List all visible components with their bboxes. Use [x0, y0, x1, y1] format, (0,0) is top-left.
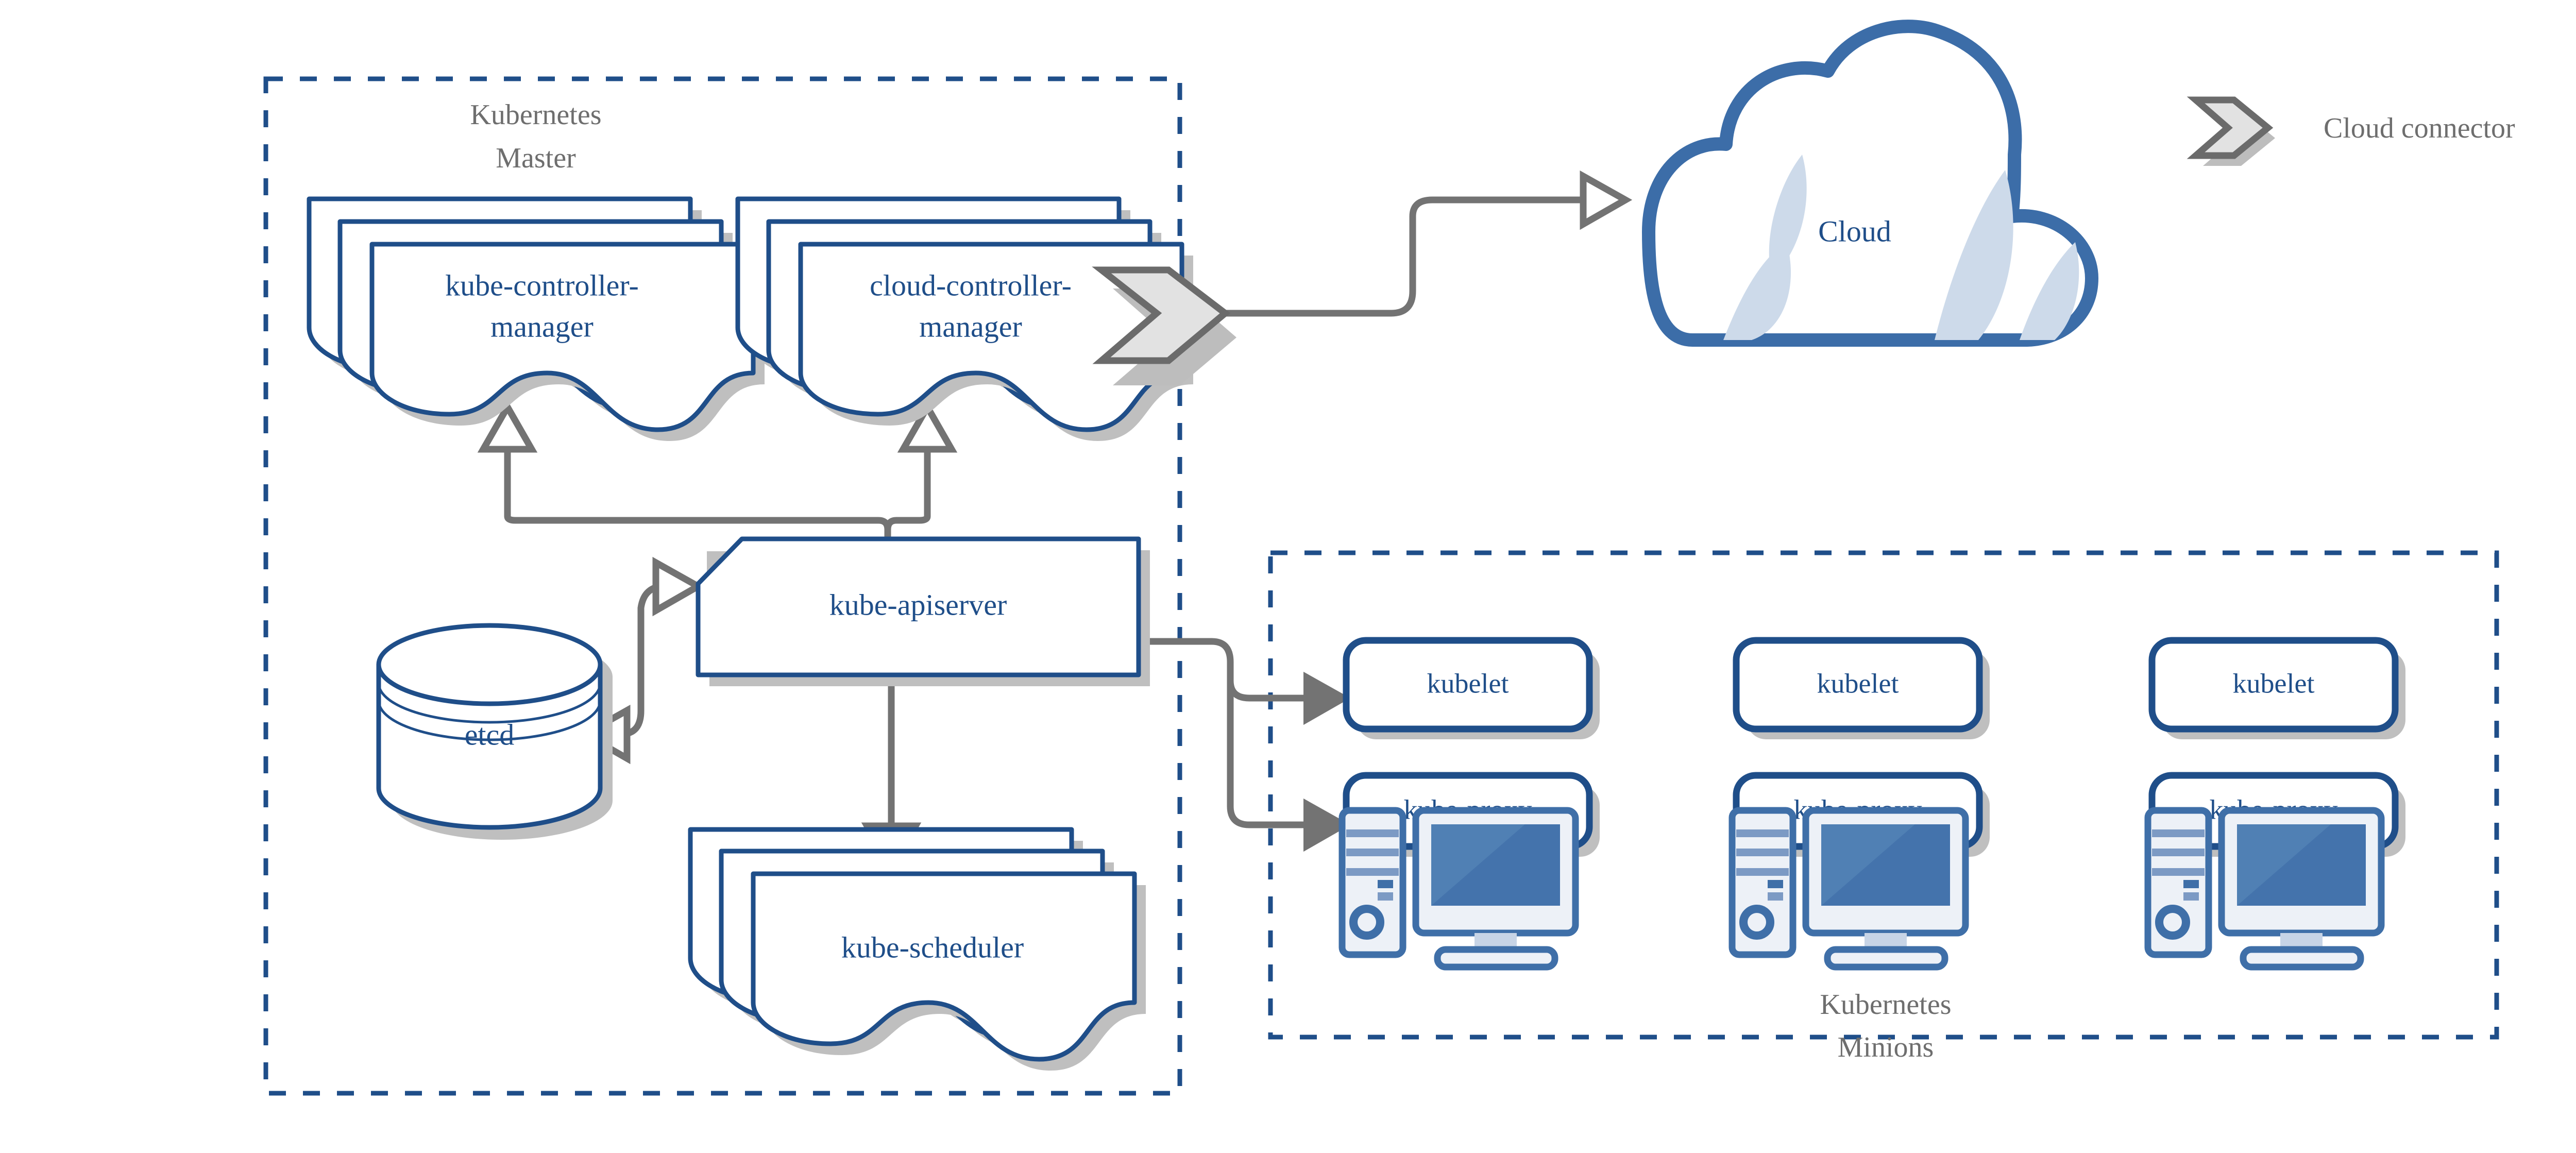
minions-zone: Kubernetes Minions: [1268, 550, 2499, 1063]
etcd-label: etcd: [465, 718, 515, 751]
etcd-ring-2: [377, 700, 602, 741]
arrowhead-right-kube-apiserver: [652, 556, 705, 617]
arrowhead-up-kube-controller-manager: [477, 400, 538, 453]
kube-scheduler-label: kube-scheduler: [841, 930, 1024, 964]
legend-cloud-connector-label: Cloud connector: [2324, 112, 2515, 144]
kube-apiserver-label: kube-apiserver: [829, 588, 1007, 621]
minions-zone-label-line1: Kubernetes: [1820, 989, 1951, 1021]
cloud-controller-manager-label-line2: manager: [919, 310, 1022, 343]
node-kube-controller-manager[interactable]: kube-controller- manager: [307, 196, 765, 441]
node-kube-scheduler[interactable]: kube-scheduler: [688, 827, 1146, 1071]
cloud-shape[interactable]: Cloud: [1642, 20, 2098, 347]
node-3-kubelet-label: kubelet: [2233, 668, 2315, 699]
minion-node-3[interactable]: kubelet kube-proxy: [2144, 637, 2405, 971]
legend-cloud-connector: Cloud connector: [2187, 96, 2515, 166]
node-1-computer-icon: [1338, 807, 1579, 971]
master-zone-border: [263, 76, 1182, 1096]
cloud-controller-manager-label-line1: cloud-controller-: [870, 268, 1072, 302]
cloud-connector-icon[interactable]: [1092, 266, 1236, 385]
arrowhead-right-kube-proxy: [1303, 798, 1351, 852]
master-zone-label-line2: Master: [496, 142, 576, 174]
node-etcd[interactable]: etcd: [376, 623, 613, 840]
master-zone-label-line1: Kubernetes: [470, 99, 601, 131]
minion-node-2[interactable]: kubelet kube-proxy: [1728, 637, 1990, 971]
cloud-label: Cloud: [1818, 214, 1891, 248]
node-1-kubelet-label: kubelet: [1427, 668, 1509, 699]
minions-zone-label-line2: Minions: [1838, 1031, 1934, 1063]
etcd-ring-1: [377, 683, 602, 724]
arrowhead-right-kubelet: [1303, 671, 1351, 725]
node-2-kubelet-label: kubelet: [1817, 668, 1899, 699]
node-1-kubelet[interactable]: kubelet: [1343, 637, 1600, 739]
node-2-computer-icon: [1728, 807, 1969, 971]
kube-controller-manager-label-line2: manager: [490, 310, 594, 343]
node-3-computer-icon: [2144, 807, 2385, 971]
minion-node-1[interactable]: kubelet kube-proxy: [1338, 637, 1600, 971]
master-zone: Kubernetes Master: [263, 76, 1182, 1096]
node-3-kubelet[interactable]: kubelet: [2148, 637, 2405, 739]
minions-zone-border: [1268, 550, 2499, 1040]
node-2-kubelet[interactable]: kubelet: [1733, 637, 1990, 739]
kube-controller-manager-label-line1: kube-controller-: [445, 268, 639, 302]
arrowhead-up-cloud-controller-manager: [897, 400, 958, 453]
node-cloud-controller-manager[interactable]: cloud-controller- manager: [735, 196, 1193, 441]
connector-ccm-to-cloud: [1216, 170, 1633, 317]
node-kube-apiserver[interactable]: kube-apiserver: [696, 536, 1150, 686]
etcd-top-ellipse: [376, 623, 603, 706]
arrowhead-right-cloud: [1580, 170, 1633, 230]
